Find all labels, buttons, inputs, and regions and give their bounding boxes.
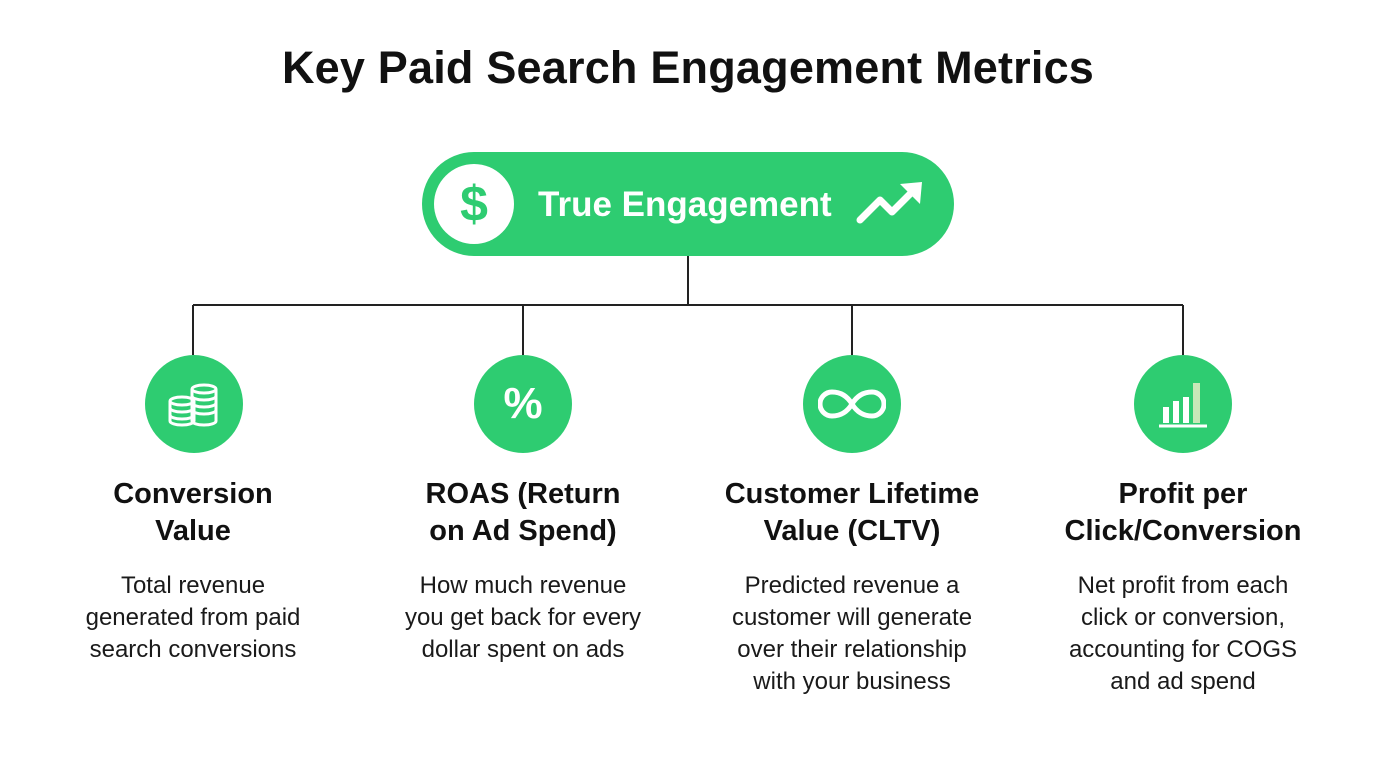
true-engagement-label: True Engagement bbox=[538, 185, 832, 224]
true-engagement-node: $ True Engagement bbox=[422, 152, 954, 256]
bar-chart-icon bbox=[1134, 355, 1232, 453]
percent-icon: % bbox=[474, 355, 572, 453]
metric-desc-cltv: Predicted revenue a customer will genera… bbox=[731, 572, 973, 695]
metric-desc-roas: How much revenue you get back for every … bbox=[404, 572, 642, 663]
metric-title-cltv: Customer Lifetime Value (CLTV) bbox=[724, 478, 980, 547]
dollar-sign-icon: $ bbox=[434, 164, 514, 244]
coin-stacks-icon bbox=[145, 355, 243, 453]
trending-up-icon bbox=[856, 182, 922, 224]
metric-title-roas: ROAS (Return on Ad Spend) bbox=[425, 478, 621, 547]
metric-desc-profit-per-click: Net profit from each click or conversion… bbox=[1068, 572, 1298, 695]
page-title: Key Paid Search Engagement Metrics bbox=[281, 42, 1095, 93]
infinity-icon bbox=[803, 355, 901, 453]
metric-title-conversion-value: Conversion Value bbox=[113, 478, 273, 547]
metric-title-profit-per-click: Profit per Click/Conversion bbox=[1064, 478, 1302, 547]
metric-desc-conversion-value: Total revenue generated from paid search… bbox=[85, 572, 301, 663]
